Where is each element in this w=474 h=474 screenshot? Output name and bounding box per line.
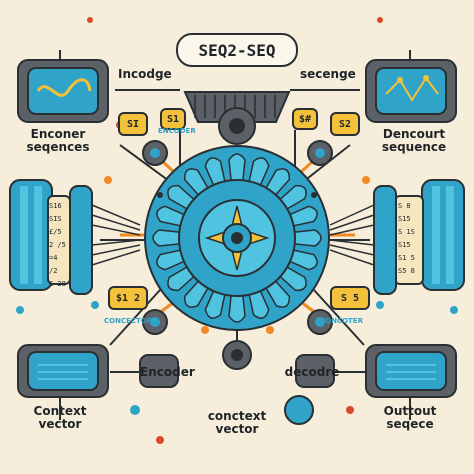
scroll-right-text: S 8 S15 S 1S S15 S1 5 S5 8 bbox=[398, 200, 422, 278]
label-encoder: Encoder bbox=[140, 365, 195, 379]
scroll-right-line: S15 bbox=[398, 215, 411, 223]
scroll-right-line: S 1S bbox=[398, 228, 415, 236]
tag-right-mid: S 5 bbox=[330, 286, 370, 310]
scroll-right-line: S 8 bbox=[398, 202, 411, 210]
label-decoder-sequence: Dencourt sequence bbox=[381, 127, 447, 154]
label-context-small-right: CONCOTER bbox=[320, 317, 363, 325]
scroll-left-line: S16 bbox=[49, 202, 62, 210]
tag-left-top: S1 bbox=[160, 108, 186, 130]
label-context-vector-left: Context vector bbox=[33, 404, 87, 431]
scroll-left-line: £ 28 bbox=[49, 280, 66, 288]
tag-left-mid: $1 2 bbox=[108, 286, 148, 310]
scroll-left-line: =4 /2 bbox=[49, 254, 58, 275]
central-turbine bbox=[144, 145, 330, 331]
label-context-small-left: CONCECTOR bbox=[104, 317, 153, 325]
label-output-sequence: Outtout seqece bbox=[383, 404, 437, 431]
gauge-knobs bbox=[139, 140, 335, 425]
monitor-bottom-left bbox=[17, 344, 109, 398]
label-context-vector-center: conctext vector bbox=[207, 409, 267, 436]
tag-s1: SI bbox=[118, 112, 148, 136]
label-encoder-small: ENCODER bbox=[158, 127, 196, 135]
label-encoder-sequences: Enconer seqences bbox=[26, 127, 90, 154]
left-cylinder bbox=[9, 179, 141, 295]
right-cylinder bbox=[329, 179, 465, 295]
monitor-top-right bbox=[365, 59, 457, 123]
monitor-bottom-right bbox=[365, 344, 457, 398]
tag-right-top: $# bbox=[292, 108, 318, 130]
scroll-right-line: S5 8 bbox=[398, 267, 415, 275]
label-incodge: Incodge bbox=[118, 67, 172, 81]
tag-s2: S2 bbox=[330, 112, 360, 136]
scroll-left-line: 2 /5 bbox=[49, 241, 66, 249]
label-decoder: decodre bbox=[284, 365, 340, 379]
diagram-title: SEQ2-SEQ bbox=[198, 40, 276, 60]
scroll-left-line: SIS bbox=[49, 215, 62, 223]
label-secenge: secenge bbox=[300, 67, 356, 81]
scroll-right-line: S1 5 bbox=[398, 254, 415, 262]
scroll-right-line: S15 bbox=[398, 241, 411, 249]
title-box: SEQ2-SEQ bbox=[176, 33, 298, 67]
scroll-left-line: £/5 bbox=[49, 228, 62, 236]
top-gear bbox=[183, 91, 291, 145]
monitor-top-left bbox=[17, 59, 109, 123]
